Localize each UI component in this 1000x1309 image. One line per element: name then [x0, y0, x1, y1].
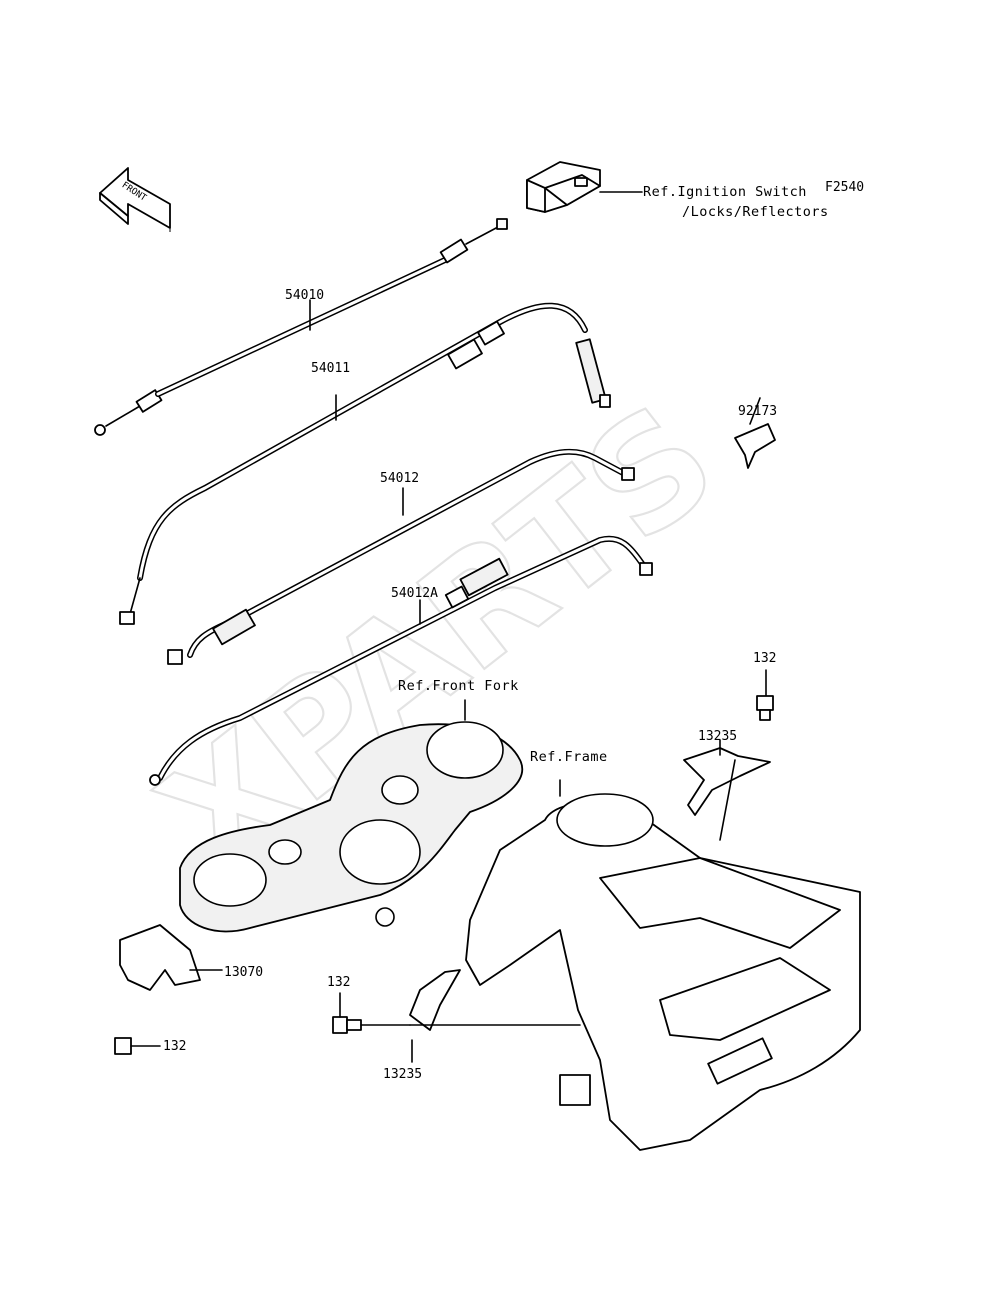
part-label-132-upper[interactable]: 132 — [753, 651, 777, 666]
ignition-switch-bracket-icon — [526, 161, 643, 213]
front-arrow-icon — [99, 167, 171, 232]
part-label-54012[interactable]: 54012 — [380, 471, 420, 486]
steering-stem-bracket-icon — [179, 699, 523, 933]
ref-frame[interactable]: Ref.Frame — [530, 749, 608, 765]
ref-ignition-switch-line1[interactable]: Ref.Ignition Switch — [643, 184, 807, 200]
part-label-13235-upper[interactable]: 13235 — [698, 729, 738, 744]
part-label-54010[interactable]: 54010 — [285, 288, 325, 303]
part-label-132-lower-left[interactable]: 132 — [163, 1039, 187, 1054]
diagram-code: F2540 — [825, 180, 865, 195]
cable-54011-icon — [119, 302, 611, 625]
part-label-54012a[interactable]: 54012A — [391, 586, 438, 601]
cable-54012-icon — [167, 448, 635, 665]
clamp-92173-icon — [734, 397, 776, 469]
part-label-13235-lower[interactable]: 13235 — [383, 1067, 423, 1082]
bolt-132-icon — [114, 669, 774, 1055]
part-label-132-lower-center[interactable]: 132 — [327, 975, 351, 990]
ref-front-fork[interactable]: Ref.Front Fork — [398, 678, 519, 694]
cable-guide-13235-icon — [409, 739, 771, 1063]
part-label-13070[interactable]: 13070 — [224, 965, 264, 980]
cable-guide-13070-icon — [119, 924, 223, 991]
part-label-92173[interactable]: 92173 — [738, 404, 778, 419]
cable-54010-icon — [94, 218, 508, 436]
part-label-54011[interactable]: 54011 — [311, 361, 351, 376]
frame-icon — [465, 779, 861, 1151]
ref-ignition-switch-line2[interactable]: /Locks/Reflectors — [682, 204, 829, 220]
cable-54012a-icon — [149, 535, 653, 786]
